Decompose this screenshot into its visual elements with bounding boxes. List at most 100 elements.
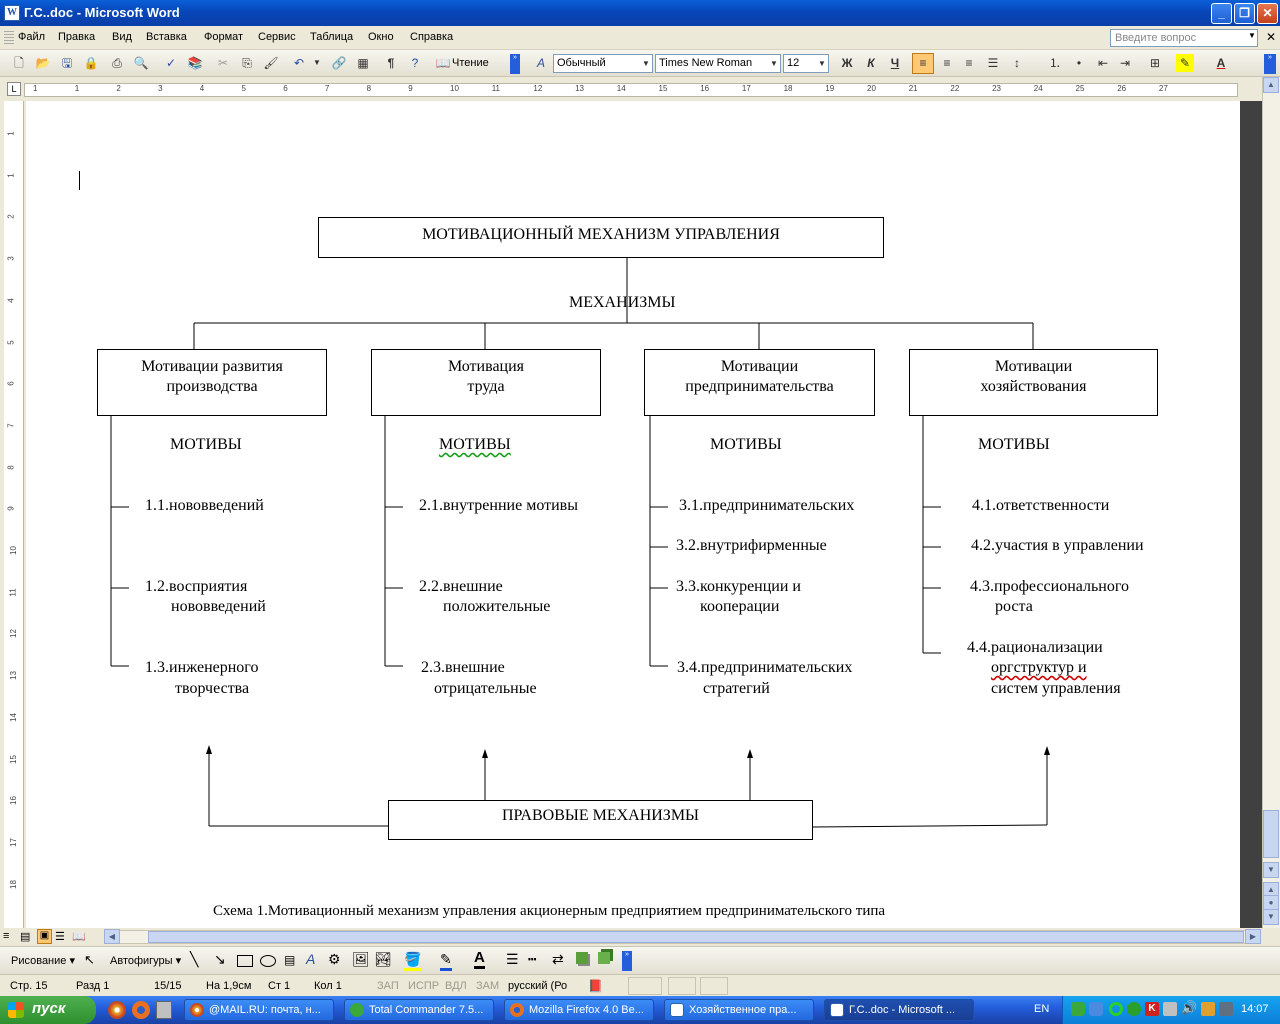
bold-button[interactable]: Ж [841, 56, 853, 70]
new-document-icon[interactable]: 🗋 [14, 56, 24, 70]
web-view-icon[interactable]: ▤ [20, 931, 31, 943]
tray-security-icon[interactable] [1201, 1002, 1215, 1016]
spelling-status-icon[interactable]: 📕 [588, 979, 603, 993]
firefox-quicklaunch-icon[interactable] [132, 1001, 150, 1019]
dropdown-icon[interactable]: ▼ [642, 59, 650, 68]
normal-view-icon[interactable]: ≡ [3, 930, 10, 942]
clock[interactable]: 14:07 [1241, 1003, 1269, 1015]
fill-color-icon[interactable]: 🪣 [404, 951, 422, 971]
rectangle-tool-icon[interactable] [237, 955, 253, 967]
tray-kaspersky-icon[interactable]: K [1145, 1002, 1159, 1016]
scroll-left-icon[interactable]: ◀ [104, 929, 120, 944]
align-right-icon[interactable]: ≡ [965, 56, 973, 70]
menu-view[interactable]: Вид [112, 31, 132, 43]
taskbar-button-active[interactable]: Г.С..doc - Microsoft ... [824, 999, 974, 1021]
tray-status-icon[interactable] [1127, 1002, 1141, 1016]
font-color-icon[interactable]: A [1216, 56, 1226, 70]
print-preview-icon[interactable]: 🔍 [133, 56, 149, 70]
numbered-list-icon[interactable]: ⒈ [1048, 56, 1061, 70]
arrow-tool-icon[interactable]: ↘ [214, 951, 226, 967]
shadow-style-icon[interactable] [576, 952, 588, 964]
select-objects-icon[interactable]: ↖ [84, 952, 95, 967]
line-style-icon[interactable]: ☰ [506, 951, 519, 967]
menu-file[interactable]: Файл [18, 31, 46, 43]
taskbar-button[interactable]: Total Commander 7.5... [344, 999, 494, 1021]
word-app-icon[interactable]: W [4, 5, 20, 21]
quicklaunch-icon[interactable] [156, 1001, 172, 1019]
line-tool-icon[interactable]: ╲ [190, 951, 199, 967]
taskbar-button[interactable]: @MAIL.RU: почта, н... [184, 999, 334, 1021]
dropdown-icon[interactable]: ▼ [818, 59, 826, 68]
font-select[interactable]: Times New Roman▼ [655, 54, 781, 73]
status-record[interactable]: ЗАП [377, 980, 399, 992]
diagram-icon[interactable]: ⚙ [328, 951, 341, 967]
dropdown-icon[interactable]: ▼ [770, 59, 778, 68]
hyperlink-icon[interactable]: 🔗 [331, 56, 347, 70]
increase-indent-icon[interactable]: ⇥ [1119, 56, 1131, 70]
line-color-icon[interactable]: ✎ [440, 951, 452, 971]
align-left-icon[interactable]: ≡ [912, 53, 934, 74]
minimize-button[interactable]: _ [1211, 3, 1232, 24]
tray-volume-icon[interactable]: 🔊 [1181, 1000, 1198, 1015]
textbox-tool-icon[interactable]: ▤ [284, 953, 296, 967]
dash-style-icon[interactable]: ┅ [528, 951, 537, 967]
cut-icon[interactable]: ✂ [217, 56, 229, 70]
menu-help[interactable]: Справка [410, 31, 454, 43]
menu-format[interactable]: Формат [204, 31, 244, 43]
borders-icon[interactable]: ⊞ [1149, 56, 1161, 70]
menu-insert[interactable]: Вставка [146, 31, 187, 43]
wordart-icon[interactable]: A [306, 951, 316, 967]
scroll-up-icon[interactable]: ▲ [1263, 77, 1279, 93]
tray-device-icon[interactable] [1163, 1002, 1177, 1016]
tab-selector-icon[interactable]: L [7, 82, 21, 96]
next-page-icon[interactable]: ▼ [1263, 909, 1279, 925]
reading-mode-button[interactable]: Чтение [452, 57, 489, 69]
language-indicator[interactable]: EN [1034, 1003, 1050, 1015]
status-track-changes[interactable]: ИСПР [408, 980, 440, 992]
research-icon[interactable]: 📚 [187, 56, 203, 70]
font-size-select[interactable]: 12▼ [783, 54, 829, 73]
picture-icon[interactable]: 🏞 [374, 951, 392, 967]
tray-network-icon[interactable] [1089, 1002, 1103, 1016]
status-extend[interactable]: ВДЛ [445, 980, 467, 992]
font-color-draw-icon[interactable]: A [474, 949, 485, 969]
decrease-indent-icon[interactable]: ⇤ [1097, 56, 1109, 70]
menu-grip-icon[interactable] [4, 31, 14, 45]
chrome-quicklaunch-icon[interactable] [108, 1001, 126, 1019]
spelling-icon[interactable]: ✓ [165, 56, 177, 70]
align-center-icon[interactable]: ≡ [943, 56, 951, 70]
open-icon[interactable]: 📂 [35, 56, 51, 70]
help-icon[interactable]: ? [411, 56, 419, 70]
styles-icon[interactable]: A [536, 56, 545, 70]
toolbar-options-icon[interactable]: » [1264, 54, 1276, 74]
clipart-icon[interactable]: 🖼 [352, 951, 370, 967]
status-language[interactable]: русский (Ро [508, 980, 568, 992]
oval-tool-icon[interactable] [260, 955, 276, 967]
autoshapes-button[interactable]: Автофигуры ▾ [110, 955, 182, 967]
copy-icon[interactable]: ⎘ [242, 56, 252, 70]
menu-table[interactable]: Таблица [310, 31, 354, 43]
save-icon[interactable]: 🖫 [61, 56, 73, 70]
close-document-icon[interactable]: ✕ [1266, 30, 1277, 44]
tray-misc-icon[interactable] [1219, 1002, 1233, 1016]
arrow-style-icon[interactable]: ⇄ [552, 951, 564, 967]
bullet-list-icon[interactable]: • [1076, 56, 1082, 70]
underline-button[interactable]: Ч [890, 56, 900, 70]
menu-tools[interactable]: Сервис [258, 31, 296, 43]
draw-menu-button[interactable]: Рисование ▾ [11, 955, 75, 967]
ask-dropdown-icon[interactable]: ▼ [1248, 31, 1256, 40]
taskbar-button[interactable]: Хозяйственное пра... [664, 999, 814, 1021]
start-button[interactable]: пуск [0, 996, 96, 1024]
3d-style-icon[interactable] [598, 952, 610, 964]
format-painter-icon[interactable]: 🖌 [263, 56, 279, 70]
horizontal-scroll-thumb[interactable] [148, 931, 1244, 943]
undo-icon[interactable]: ↶ [293, 56, 305, 70]
scroll-down-icon[interactable]: ▼ [1263, 862, 1279, 878]
line-spacing-icon[interactable]: ↕ [1014, 56, 1020, 70]
style-select[interactable]: Обычный▼ [553, 54, 653, 73]
scroll-thumb[interactable] [1263, 810, 1279, 858]
maximize-button[interactable]: ❐ [1234, 3, 1255, 24]
close-button[interactable]: ✕ [1257, 3, 1278, 24]
